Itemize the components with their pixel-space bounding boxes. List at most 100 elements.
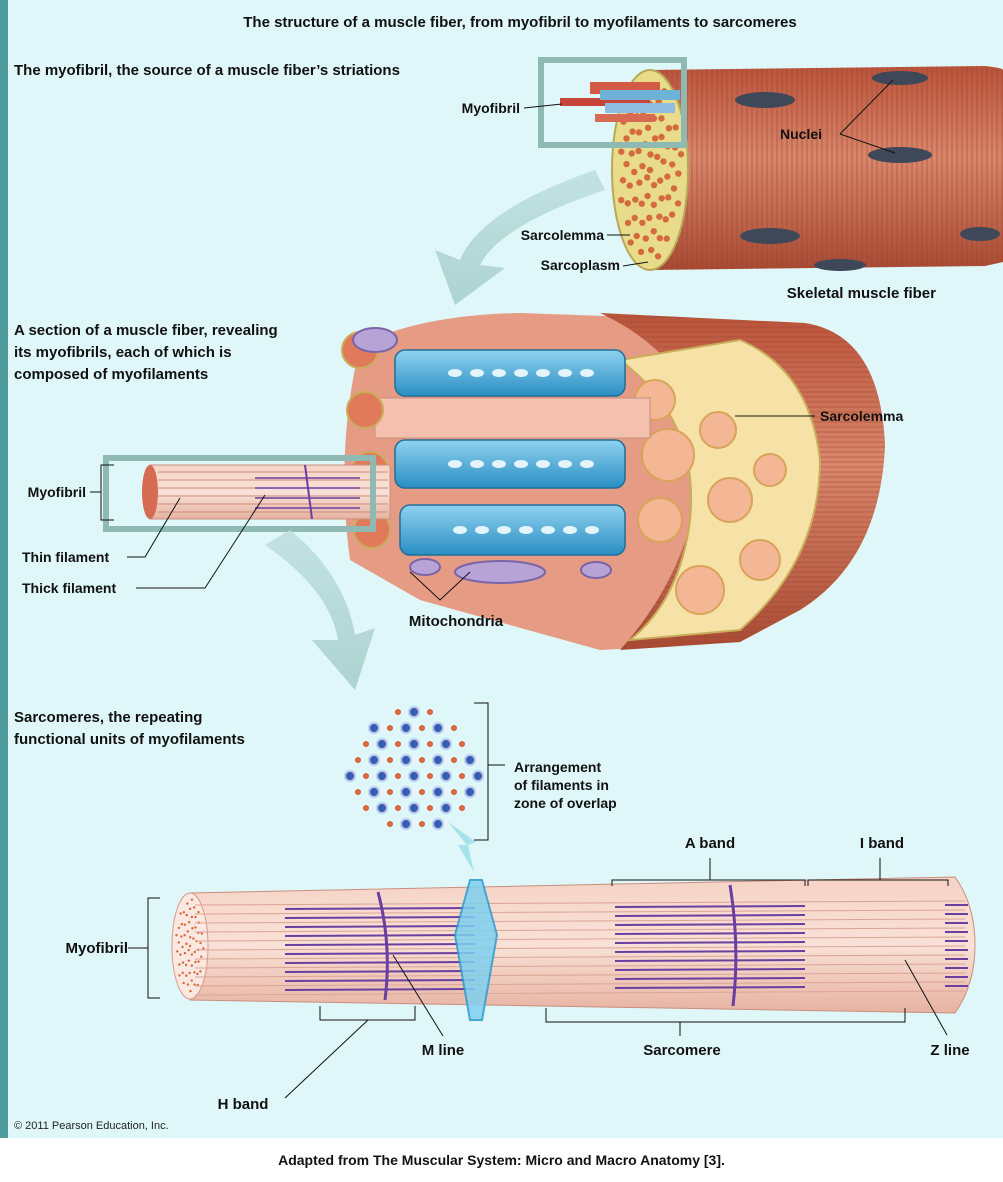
- myofibril-dot: [629, 128, 635, 134]
- thin-filament-dot: [395, 773, 401, 779]
- label-skeletal-muscle-fiber: Skeletal muscle fiber: [787, 285, 936, 302]
- myofibril-dot: [647, 167, 653, 173]
- thick-filament-dot: [409, 707, 419, 717]
- label-arrangement-line-3: zone of overlap: [514, 795, 617, 811]
- thick-filament: [615, 924, 805, 925]
- reticulum-pore: [497, 526, 511, 534]
- label-thin-filament: Thin filament: [22, 549, 109, 565]
- myofibril-dot: [635, 148, 641, 154]
- reticulum-pore: [475, 526, 489, 534]
- stipple-dot: [185, 964, 187, 966]
- thick-filament-dot: [465, 787, 475, 797]
- myofibril-dot: [627, 182, 633, 188]
- myofibril-dot: [625, 220, 631, 226]
- thick-filament: [615, 951, 805, 952]
- thin-filament-dot: [395, 709, 401, 715]
- filament-arrangement-cross-section: [345, 707, 483, 829]
- myofibril-dot: [632, 215, 638, 221]
- myofibril-dot: [618, 149, 624, 155]
- myofibril-dot: [651, 202, 657, 208]
- reticulum-pore: [514, 369, 528, 377]
- stipple-dot: [193, 971, 195, 973]
- thin-filament-dot: [355, 757, 361, 763]
- myofibril-dot: [664, 173, 670, 179]
- myofibril-dot: [634, 233, 640, 239]
- thick-filament-dot: [409, 803, 419, 813]
- reticulum-pore: [519, 526, 533, 534]
- reticulum-pore: [558, 369, 572, 377]
- label-nuclei: Nuclei: [780, 126, 822, 142]
- myofibril-dot: [656, 213, 662, 219]
- stipple-dot: [180, 935, 182, 937]
- stipple-dot: [191, 898, 193, 900]
- myofibril-dot: [645, 125, 651, 131]
- thin-filament-dot: [427, 709, 433, 715]
- stipple-dot: [186, 902, 188, 904]
- myofibril-dot: [664, 235, 670, 241]
- myofibril-dot: [647, 151, 653, 157]
- thick-filament: [285, 917, 475, 918]
- section-1-heading: The myofibril, the source of a muscle fi…: [14, 62, 400, 79]
- myofibril-dot: [675, 170, 681, 176]
- stipple-dot: [182, 961, 184, 963]
- stipple-dot: [191, 927, 193, 929]
- thin-filament-dot: [419, 725, 425, 731]
- myofibril-dot: [675, 200, 681, 206]
- thick-filament-dot: [433, 787, 443, 797]
- thick-filament-dot: [433, 755, 443, 765]
- diagram-title: The structure of a muscle fiber, from my…: [243, 14, 796, 31]
- myofibril-dot: [627, 239, 633, 245]
- muscle-fiber-section-illustration: [90, 313, 885, 650]
- myofibril-dot: [636, 179, 642, 185]
- label-myofibril-mid: Myofibril: [28, 484, 86, 500]
- myofibril-dot: [652, 135, 658, 141]
- myofibril-dot: [631, 169, 637, 175]
- stipple-dot: [185, 974, 187, 976]
- stipple-dot: [197, 960, 199, 962]
- myofibril-end: [708, 478, 752, 522]
- reticulum-pore: [492, 460, 506, 468]
- stipple-dot: [194, 916, 196, 918]
- reticulum-pore: [470, 460, 484, 468]
- stipple-dot: [188, 959, 190, 961]
- stipple-dot: [194, 951, 196, 953]
- thin-filament-dot: [427, 741, 433, 747]
- stipple-dot: [194, 961, 196, 963]
- reticulum-pore: [514, 460, 528, 468]
- stipple-dot: [185, 943, 187, 945]
- thin-filament-dot: [387, 725, 393, 731]
- thick-filament: [615, 969, 805, 970]
- myofibril-dot: [643, 235, 649, 241]
- thick-filament: [285, 980, 475, 981]
- thin-filament-dot: [387, 821, 393, 827]
- myofibril-dot: [663, 216, 669, 222]
- reticulum-pore: [558, 460, 572, 468]
- label-sarcolemma-top: Sarcolemma: [521, 227, 604, 243]
- stipple-dot: [186, 914, 188, 916]
- thick-filament-dot: [369, 755, 379, 765]
- myofibril-dot: [651, 228, 657, 234]
- thin-filament-dot: [451, 725, 457, 731]
- section-2-heading-line-1: A section of a muscle fiber, revealing: [14, 322, 278, 339]
- myofibril-dot: [632, 196, 638, 202]
- myofibril-dot: [665, 194, 671, 200]
- thick-filament-dot: [409, 739, 419, 749]
- stipple-dot: [202, 947, 204, 949]
- thin-filament-dot: [419, 821, 425, 827]
- section-2-heading-line-3: composed of myofilaments: [14, 366, 208, 383]
- myofibril-dot: [658, 134, 664, 140]
- stipple-dot: [178, 941, 180, 943]
- myofibril-dot: [666, 125, 672, 131]
- label-m-line: M line: [422, 1042, 465, 1059]
- stipple-dot: [184, 924, 186, 926]
- stipple-dot: [181, 923, 183, 925]
- stipple-dot: [188, 921, 190, 923]
- reticulum-pore: [580, 369, 594, 377]
- thick-filament: [285, 908, 475, 909]
- stipple-dot: [183, 911, 185, 913]
- thick-filament-dot: [401, 819, 411, 829]
- myofibril-dot: [625, 200, 631, 206]
- thin-filament-dot: [363, 741, 369, 747]
- stipple-dot: [179, 912, 181, 914]
- reticulum-pore: [585, 526, 599, 534]
